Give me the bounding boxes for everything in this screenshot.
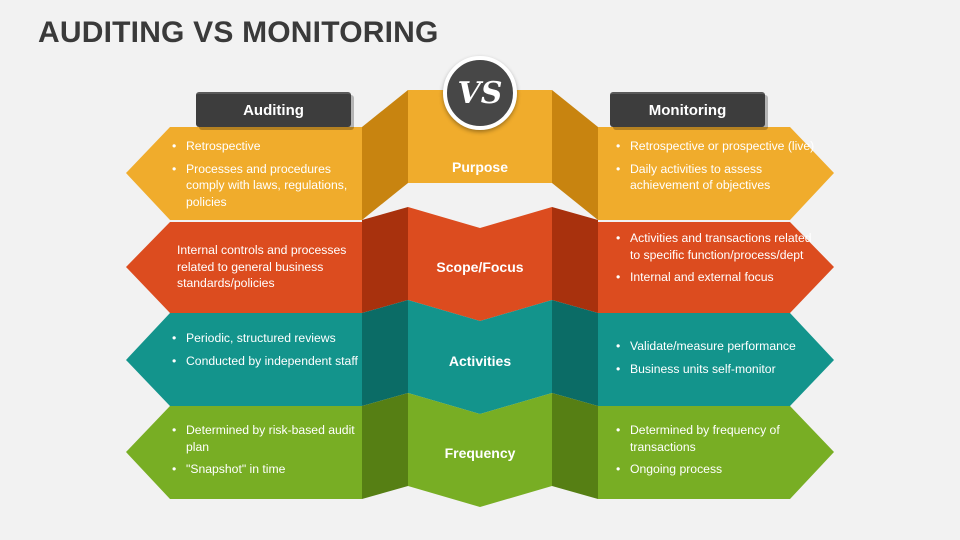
activities-auditing-text: Periodic, structured reviews Conducted b… [172,330,362,369]
row-label-activities: Activities [448,353,512,369]
bullet-item: Internal and external focus [616,269,821,286]
scope-auditing-text: Internal controls and processes related … [177,242,357,292]
page-title: AUDITING VS MONITORING [38,16,439,49]
bullet-item: Retrospective or prospective (live) [616,138,821,155]
purpose-auditing-text: Retrospective Processes and procedures c… [172,138,362,210]
bullet-item: Determined by risk-based audit plan [172,422,362,455]
bullet-item: Determined by frequency of transactions [616,422,821,455]
bullet-item: Retrospective [172,138,362,155]
paragraph: Internal controls and processes related … [177,243,347,290]
bullet-item: Processes and procedures comply with law… [172,161,362,211]
bullet-item: Validate/measure performance [616,338,821,355]
bullet-item: Periodic, structured reviews [172,330,362,347]
bullet-item: Activities and transactions related to s… [616,230,821,263]
bullet-item: Ongoing process [616,461,821,478]
purpose-monitoring-text: Retrospective or prospective (live) Dail… [616,138,821,194]
frequency-auditing-text: Determined by risk-based audit plan "Sna… [172,422,362,478]
activities-monitoring-text: Validate/measure performance Business un… [616,338,821,377]
vs-badge: VS [443,56,517,130]
bullet-item: Conducted by independent staff [172,353,362,370]
row-label-frequency: Frequency [444,445,516,461]
bullet-item: Business units self-monitor [616,361,821,378]
monitoring-header: Monitoring [610,92,765,127]
bullet-item: "Snapshot" in time [172,461,362,478]
row-label-scope: Scope/Focus [436,259,524,275]
row-label-purpose: Purpose [451,159,508,175]
bullet-item: Daily activities to assess achievement o… [616,161,821,194]
frequency-monitoring-text: Determined by frequency of transactions … [616,422,821,478]
scope-monitoring-text: Activities and transactions related to s… [616,230,821,286]
auditing-header: Auditing [196,92,351,127]
